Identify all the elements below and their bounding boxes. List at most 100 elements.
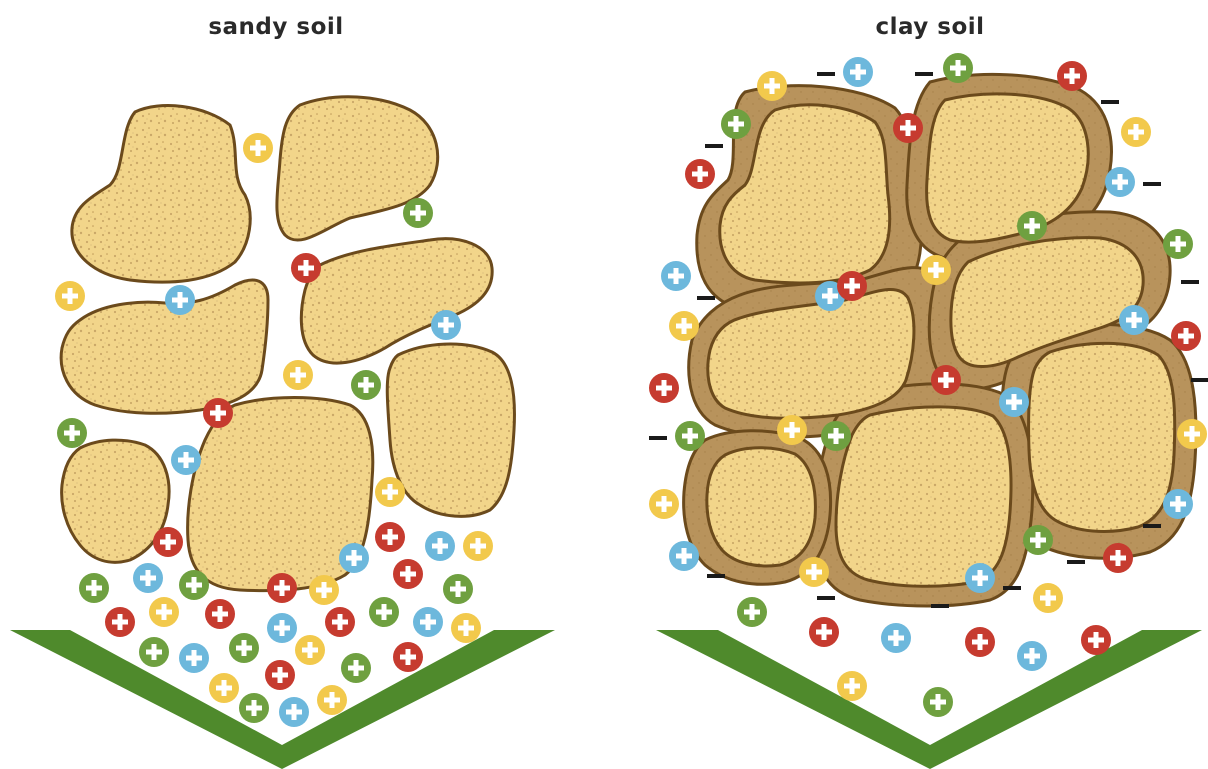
negative-charge-icon <box>1143 524 1161 528</box>
negative-charge-icon <box>1143 182 1161 186</box>
cation-icon <box>425 531 455 561</box>
cation-icon <box>943 53 973 83</box>
cation-icon <box>105 607 135 637</box>
cation-icon <box>1103 543 1133 573</box>
cation-icon <box>843 57 873 87</box>
cation-icon <box>1033 583 1063 613</box>
cation-icon <box>1171 321 1201 351</box>
sand-grain <box>707 448 816 566</box>
cation-icon <box>339 543 369 573</box>
cation-icon <box>341 653 371 683</box>
cation-icon <box>799 557 829 587</box>
cation-icon <box>757 71 787 101</box>
cation-icon <box>1023 525 1053 555</box>
cation-icon <box>1163 489 1193 519</box>
cation-icon <box>1121 117 1151 147</box>
cation-icon <box>139 637 169 667</box>
cation-icon <box>837 671 867 701</box>
sand-grain <box>61 280 268 413</box>
sand-grain <box>1029 343 1175 531</box>
cation-icon <box>351 370 381 400</box>
cation-icon <box>79 573 109 603</box>
cation-icon <box>243 133 273 163</box>
cation-icon <box>675 421 705 451</box>
cation-icon <box>821 421 851 451</box>
negative-charge-icon <box>705 144 723 148</box>
cation-icon <box>661 261 691 291</box>
cation-icon <box>1119 305 1149 335</box>
cation-icon <box>179 570 209 600</box>
cation-icon <box>55 281 85 311</box>
cation-icon <box>267 613 297 643</box>
negative-charge-icon <box>1067 560 1085 564</box>
cation-icon <box>649 373 679 403</box>
cation-icon <box>57 418 87 448</box>
cation-icon <box>265 660 295 690</box>
cation-icon <box>375 522 405 552</box>
cation-icon <box>279 697 309 727</box>
cation-icon <box>965 563 995 593</box>
cation-icon <box>149 597 179 627</box>
cation-icon <box>669 541 699 571</box>
cation-icon <box>171 445 201 475</box>
cation-icon <box>393 559 423 589</box>
cation-icon <box>837 271 867 301</box>
cation-icon <box>721 109 751 139</box>
negative-charge-icon <box>817 596 835 600</box>
cation-icon <box>283 360 313 390</box>
cation-icon <box>1057 61 1087 91</box>
cation-icon <box>777 415 807 445</box>
cation-icon <box>375 477 405 507</box>
cation-icon <box>669 311 699 341</box>
cation-icon <box>809 617 839 647</box>
cation-icon <box>369 597 399 627</box>
cation-icon <box>1105 167 1135 197</box>
negative-charge-icon <box>697 296 715 300</box>
cation-icon <box>649 489 679 519</box>
cation-icon <box>153 527 183 557</box>
cation-icon <box>291 253 321 283</box>
cation-icon <box>203 398 233 428</box>
negative-charge-icon <box>1181 280 1199 284</box>
sand-grain <box>72 106 250 283</box>
cation-icon <box>309 575 339 605</box>
cation-icon <box>893 113 923 143</box>
cation-icon <box>999 387 1029 417</box>
cation-icon <box>1017 211 1047 241</box>
cation-icon <box>1177 419 1207 449</box>
negative-charge-icon <box>817 72 835 76</box>
negative-charge-icon <box>1191 378 1208 382</box>
cation-icon <box>431 310 461 340</box>
sand-grain <box>387 344 514 516</box>
cation-icon <box>209 673 239 703</box>
negative-charge-icon <box>707 574 725 578</box>
cation-icon <box>923 687 953 717</box>
cation-icon <box>179 643 209 673</box>
negative-charge-icon <box>931 604 949 608</box>
negative-charge-icon <box>915 72 933 76</box>
cation-icon <box>1017 641 1047 671</box>
cation-icon <box>205 599 235 629</box>
cation-icon <box>685 159 715 189</box>
negative-charge-icon <box>1101 100 1119 104</box>
cation-icon <box>451 613 481 643</box>
cation-icon <box>737 597 767 627</box>
sandy-soil-grains <box>61 97 514 591</box>
cation-icon <box>393 642 423 672</box>
cation-icon <box>921 255 951 285</box>
sand-grain <box>836 407 1011 586</box>
cation-icon <box>931 365 961 395</box>
cation-icon <box>317 685 347 715</box>
cation-icon <box>295 635 325 665</box>
negative-charge-icon <box>649 436 667 440</box>
cation-icon <box>881 623 911 653</box>
cation-icon <box>133 563 163 593</box>
cation-icon <box>403 198 433 228</box>
negative-charge-icon <box>1003 586 1021 590</box>
cation-icon <box>1163 229 1193 259</box>
cation-icon <box>413 607 443 637</box>
cation-icon <box>165 285 195 315</box>
sand-grain <box>62 440 169 562</box>
cation-icon <box>443 574 473 604</box>
